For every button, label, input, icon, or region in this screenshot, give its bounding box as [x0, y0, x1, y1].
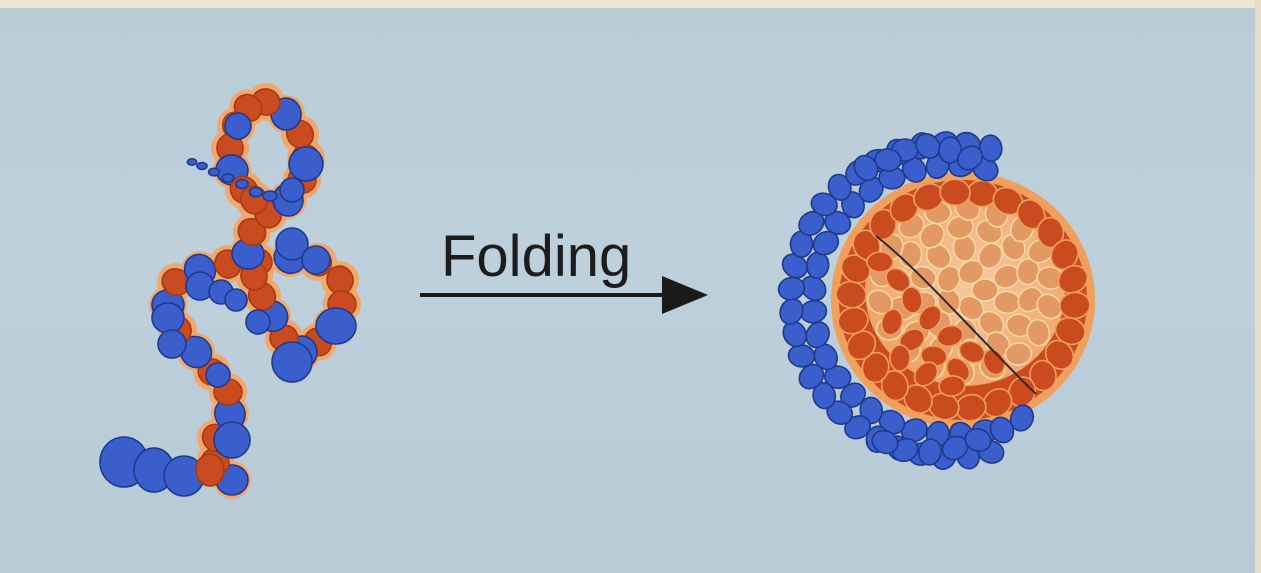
hydrophobic-residue	[867, 252, 893, 272]
hydrophilic-residue	[222, 174, 234, 182]
hydrophilic-residue	[776, 275, 807, 303]
hydrophilic-residue	[246, 310, 270, 334]
hydrophilic-residue	[289, 147, 323, 181]
hydrophobic-residue	[967, 181, 997, 207]
hydrophilic-residue	[152, 303, 184, 333]
hydrophobic-residue	[890, 345, 910, 371]
folded-globule-icon	[776, 128, 1095, 474]
unfolded-chain-icon	[100, 83, 361, 499]
hydrophilic-residue	[249, 187, 262, 196]
hydrophilic-residue	[236, 180, 248, 189]
hydrophilic-residue	[302, 246, 330, 274]
hydrophilic-residue	[206, 363, 230, 387]
hydrophilic-residue	[225, 289, 247, 311]
hydrophilic-residue	[225, 113, 251, 139]
hydrophilic-residue	[158, 330, 186, 358]
hydrophilic-residue	[187, 159, 196, 165]
hydrophilic-residue	[197, 163, 207, 170]
hydrophilic-residue	[263, 191, 277, 201]
hydrophilic-residue	[280, 178, 304, 202]
hydrophilic-residue	[316, 308, 356, 344]
hydrophilic-residue	[214, 422, 250, 458]
hydrophilic-residue	[209, 168, 220, 176]
folding-label: Folding	[441, 224, 631, 289]
hydrophilic-residue	[272, 342, 312, 382]
hydrophobic-residue	[196, 454, 224, 486]
